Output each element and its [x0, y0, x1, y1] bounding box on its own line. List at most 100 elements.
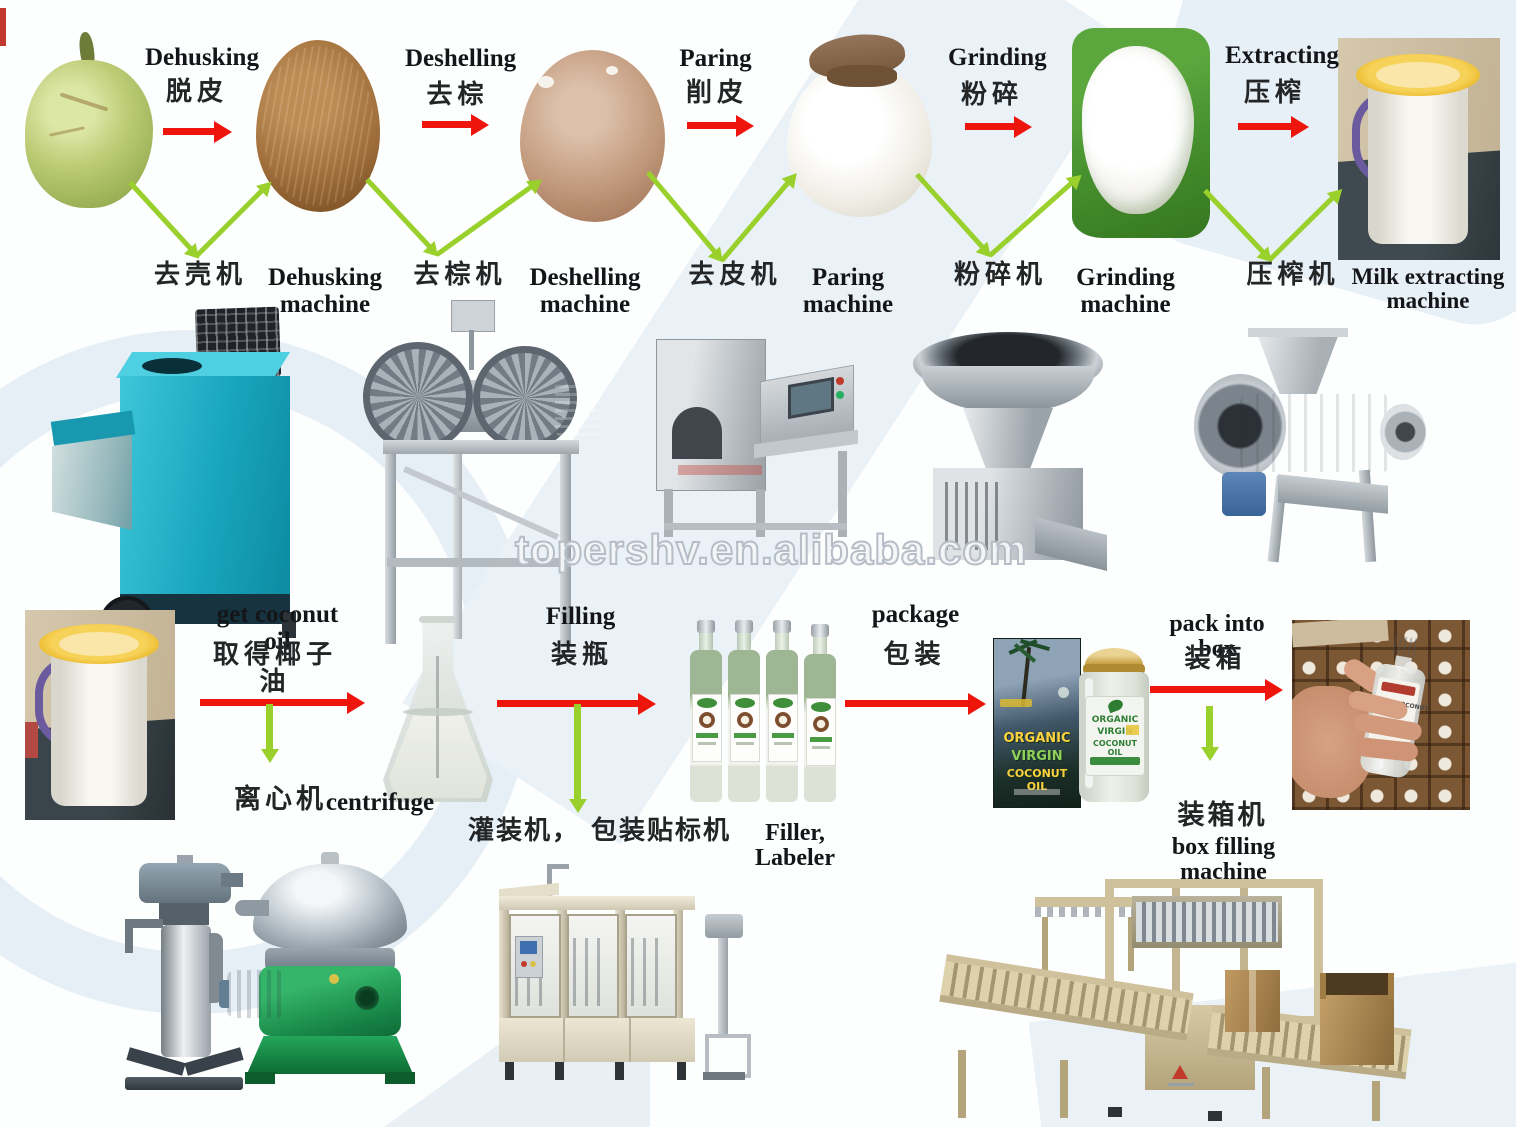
base-plate — [125, 1077, 243, 1090]
coconut-powder-pile — [1082, 46, 1194, 214]
bottle-neck — [775, 633, 789, 652]
window-panel — [567, 914, 619, 1018]
arrow-filling — [497, 700, 639, 707]
label-dehusking-machine-zh: 去壳机 — [153, 260, 247, 290]
press-cylinder — [1240, 394, 1390, 472]
conveyor-leg — [1060, 1060, 1068, 1118]
conveyor-leg — [1372, 1081, 1380, 1121]
bottle-cap — [735, 620, 753, 633]
step-dehusking-zh: 脱皮 — [165, 77, 228, 107]
lower-cabinet — [499, 1018, 695, 1062]
frame-leg — [756, 489, 765, 537]
clamp-arm — [125, 919, 163, 928]
green-band — [696, 733, 718, 738]
jar-label-line1: ORGANIC — [1091, 715, 1139, 725]
label-red-band — [1380, 681, 1416, 697]
oil-flask-photo — [383, 616, 493, 802]
text-bar — [774, 742, 792, 745]
label-paring-machine-en: Paring machine — [802, 264, 894, 318]
bg-red-sliver — [0, 8, 6, 46]
neck-block — [159, 903, 209, 925]
oil-bottle — [802, 624, 838, 804]
panel-button — [530, 961, 536, 967]
arrow-grinding — [965, 123, 1015, 130]
ground-coconut-photo — [1072, 28, 1210, 238]
infeed-items — [1035, 907, 1145, 917]
dome — [253, 864, 407, 952]
bucket-body — [51, 650, 147, 806]
box-packing-machine-photo — [939, 875, 1412, 1125]
clamp-post — [125, 919, 133, 953]
inlet-pipe — [235, 900, 269, 916]
motor — [555, 382, 601, 436]
bottle-label — [692, 694, 722, 762]
collar — [265, 948, 395, 970]
jar-seal — [1126, 725, 1139, 735]
outlet-chute — [1035, 517, 1107, 571]
machine-foot — [1208, 1111, 1222, 1121]
discharge-chute — [52, 428, 132, 530]
step-grinding-zh: 粉碎 — [960, 80, 1023, 110]
flask-funnel-stem — [436, 656, 439, 778]
coconut-image — [775, 712, 791, 728]
machine-body — [120, 376, 290, 598]
shell-spot — [538, 76, 554, 88]
bottle-body — [690, 650, 722, 802]
console-button-red — [836, 377, 844, 385]
brand-oval — [773, 698, 793, 708]
step-grinding-en: Grinding — [948, 44, 1047, 71]
green-coconut-photo — [25, 30, 155, 210]
label-pack-into-box-zh: 装箱 — [1184, 644, 1247, 674]
cabinet-seam — [563, 1018, 565, 1062]
step-deshelling-en: Deshelling — [405, 45, 517, 72]
label-grinding-machine-en: Grinding machine — [1076, 264, 1175, 318]
bottle-cap — [811, 624, 829, 637]
step-paring-en: Paring — [679, 45, 752, 72]
antenna-arm — [547, 864, 569, 869]
top-beam — [499, 896, 695, 910]
jar-label: ORGANIC VIRGIN COCONUT OIL — [1085, 696, 1145, 776]
grinding-machine-photo — [885, 330, 1135, 571]
brush-disc-left — [363, 342, 473, 452]
coconut-milk-photo-mid — [25, 610, 175, 820]
product-jar: ORGANIC VIRGIN COCONUT OIL — [1077, 648, 1153, 806]
shell-spot — [606, 66, 618, 75]
brand-smear — [1000, 699, 1032, 707]
jar-green-band — [1090, 757, 1140, 765]
capper-head — [705, 914, 743, 938]
label-get-coconut-oil-en: get coconut oil — [216, 601, 339, 655]
label-paring-machine-zh: 去皮机 — [688, 260, 782, 290]
infeed-leg — [1128, 917, 1134, 971]
bottle-cap — [773, 620, 791, 633]
green-band — [734, 733, 756, 738]
label-extracting-machine-zh: 压榨机 — [1246, 260, 1340, 290]
step-deshelling-zh: 去棕 — [426, 80, 489, 110]
carton-flap — [1320, 973, 1326, 999]
connector-deshelling-up — [435, 184, 533, 257]
hopper-rim — [1248, 328, 1348, 337]
machine-foot — [615, 1062, 624, 1080]
tubular-centrifuge-photo — [125, 855, 245, 1095]
label-deshelling-machine-zh: 去棕机 — [413, 260, 507, 290]
bucket-lid-center — [59, 632, 139, 656]
oil-bottles-photo — [688, 620, 840, 804]
label-dehusking-machine-en: Dehusking machine — [268, 264, 382, 318]
liquid-meniscus — [403, 708, 473, 716]
cabinet-arch-opening — [672, 407, 722, 459]
mechanism-tubes — [1136, 902, 1278, 942]
machine-foot — [505, 1062, 514, 1080]
bottle-body — [766, 650, 798, 802]
arrow-dehusking — [163, 128, 215, 135]
label-centrifuge-en: centrifuge — [325, 789, 435, 816]
arrow-down-filler — [574, 704, 581, 800]
brush-disc-right — [473, 346, 577, 450]
husked-coconut-photo — [256, 40, 380, 212]
label-grinding-machine-zh: 粉碎机 — [953, 260, 1047, 290]
step-dehusking-en: Dehusking — [145, 44, 259, 71]
capper-foot — [703, 1072, 745, 1080]
column — [499, 910, 509, 1018]
open-carton — [1320, 973, 1394, 1065]
motor — [227, 970, 285, 1018]
box-label-line2: VIRGIN — [1011, 749, 1063, 764]
red-object — [25, 722, 38, 758]
